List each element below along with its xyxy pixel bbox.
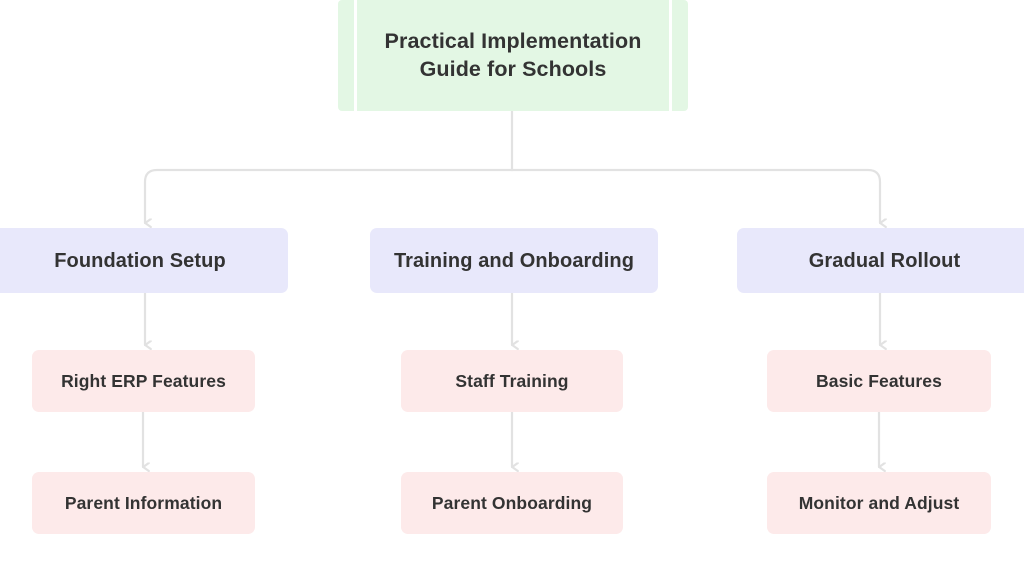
node-gradual-rollout-label: Gradual Rollout: [808, 249, 961, 272]
edge-root-to-gradual-rollout: [510, 168, 880, 223]
node-staff-training-label: Staff Training: [455, 370, 569, 391]
node-basic-features[interactable]: Basic Features: [767, 350, 991, 412]
node-parent-onboarding-label: Parent Onboarding: [431, 492, 593, 513]
node-parent-information[interactable]: Parent Information: [32, 472, 255, 534]
node-right-erp-features-label: Right ERP Features: [61, 370, 226, 391]
node-gradual-rollout[interactable]: Gradual Rollout: [737, 228, 1024, 293]
node-training-and-onboarding-label: Training and Onboarding: [393, 249, 635, 272]
edge-root-to-foundation-setup: [143, 168, 514, 223]
node-monitor-and-adjust-label: Monitor and Adjust: [798, 492, 960, 513]
node-foundation-setup[interactable]: Foundation Setup: [0, 228, 288, 293]
node-staff-training[interactable]: Staff Training: [401, 350, 623, 412]
node-right-erp-features[interactable]: Right ERP Features: [32, 350, 255, 412]
node-monitor-and-adjust[interactable]: Monitor and Adjust: [767, 472, 991, 534]
node-basic-features-label: Basic Features: [816, 370, 942, 391]
node-foundation-setup-label: Foundation Setup: [54, 249, 226, 272]
node-training-and-onboarding[interactable]: Training and Onboarding: [370, 228, 658, 293]
node-root[interactable]: Practical Implementation Guide for Schoo…: [338, 0, 688, 111]
node-parent-information-label: Parent Information: [64, 492, 223, 513]
node-root-label: Practical Implementation Guide for Schoo…: [384, 28, 642, 81]
node-parent-onboarding[interactable]: Parent Onboarding: [401, 472, 623, 534]
